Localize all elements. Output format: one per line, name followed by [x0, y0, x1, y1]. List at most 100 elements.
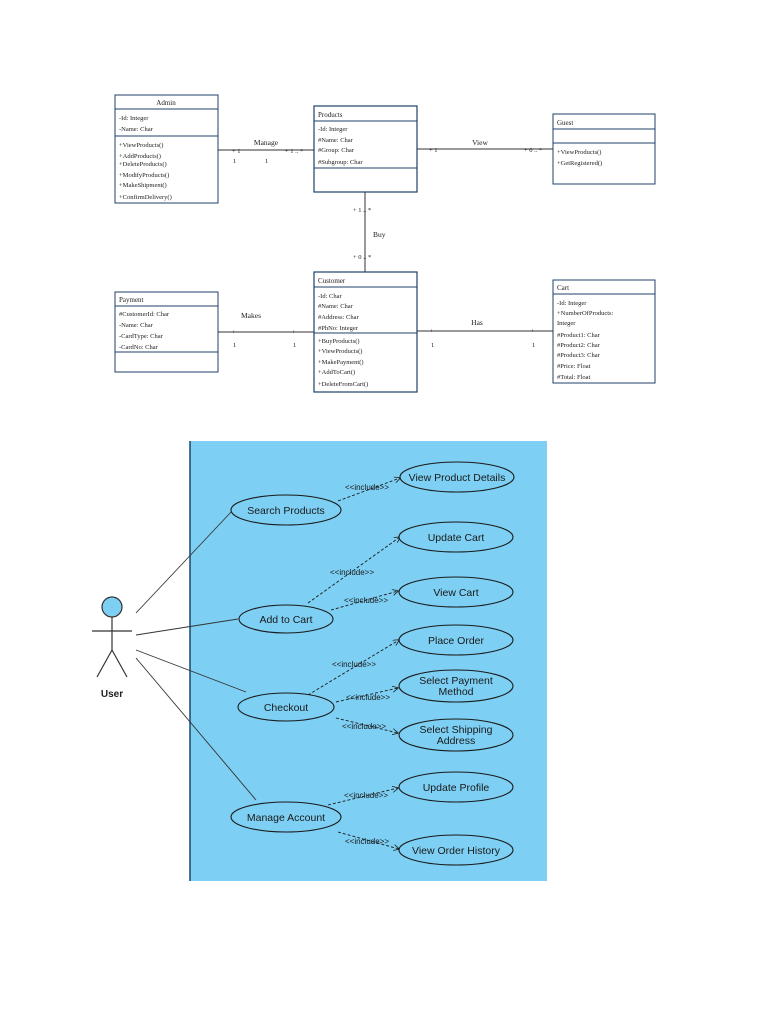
include-label: <<include>>: [344, 596, 388, 605]
actor-user[interactable]: User: [92, 596, 132, 700]
usecase-place-order[interactable]: Place Order: [398, 624, 514, 656]
admin-method: +AddProducts(): [119, 153, 161, 160]
payment-attr: -CardType: Char: [119, 333, 164, 340]
mult-has-1: +: [430, 328, 434, 335]
guest-method: +GetRegistered(): [557, 160, 602, 167]
customer-method: +ViewProducts(): [318, 348, 362, 355]
include-label: <<include>>: [332, 660, 376, 669]
products-attr: -Id: Integer: [318, 126, 348, 133]
use-case-diagram: User <<include>> <<include>> <<include>>…: [92, 441, 547, 881]
usecase-checkout[interactable]: Checkout: [237, 692, 335, 722]
include-label: <<include>>: [346, 693, 390, 702]
usecase-manage-account[interactable]: Manage Account: [230, 801, 342, 833]
svg-text:Add to Cart: Add to Cart: [259, 614, 312, 626]
admin-method: +ViewProducts(): [119, 142, 163, 149]
class-guest[interactable]: Guest +ViewProducts() +GetRegistered(): [552, 113, 656, 185]
mult-has-2b: 1: [532, 342, 535, 349]
class-admin[interactable]: Admin -Id: Integer -Name: Char +ViewProd…: [114, 94, 219, 204]
actor-links: [135, 510, 257, 801]
svg-text:View Product Details: View Product Details: [409, 472, 506, 484]
customer-attr: #Address: Char: [318, 314, 359, 321]
assoc-buy-label: Buy: [373, 230, 386, 239]
usecase-view-order-history[interactable]: View Order History: [398, 834, 514, 866]
products-attr: #Group: Char: [318, 147, 355, 154]
usecase-select-shipping-address[interactable]: Select Shipping Address: [398, 718, 514, 752]
admin-method: +MakeShipment(): [119, 182, 167, 189]
class-products[interactable]: Products -Id: Integer #Name: Char #Group…: [313, 105, 418, 193]
svg-text:View Cart: View Cart: [433, 587, 478, 599]
payment-attr: -CardNo: Char: [119, 344, 159, 351]
cart-attr: Integer: [557, 320, 576, 327]
usecase-view-product-details[interactable]: View Product Details: [399, 461, 515, 493]
mult-manage-2: + 1 .. *: [285, 148, 303, 155]
use-cases: Search Products View Product Details Add…: [230, 461, 515, 866]
assoc-manage-label: Manage: [254, 138, 279, 147]
include-labels: <<include>> <<include>> <<include>> <<in…: [330, 483, 390, 846]
class-cart[interactable]: Cart -Id: Integer +NumberOfProducts: Int…: [552, 279, 656, 384]
customer-attr: #Name: Char: [318, 303, 354, 310]
svg-text:Select Shipping: Select Shipping: [420, 724, 493, 736]
customer-attr: #PhNo: Integer: [318, 325, 359, 332]
class-associations: Manage + 1 1 + 1 .. * 1 View + 1 + 0 .. …: [218, 138, 553, 349]
mult-manage-2b: 1: [265, 158, 268, 165]
mult-has-2: +: [531, 328, 535, 335]
usecase-update-profile[interactable]: Update Profile: [398, 771, 514, 803]
include-label: <<include>>: [330, 568, 374, 577]
products-attr: #Name: Char: [318, 137, 354, 144]
admin-method: +ModifyProducts(): [119, 172, 169, 179]
svg-text:Manage Account: Manage Account: [247, 812, 325, 824]
customer-method: +DeleteFromCart(): [318, 381, 368, 388]
cart-attr: #Product2: Char: [557, 342, 601, 349]
include-label: <<include>>: [342, 722, 386, 731]
class-cart-name: Cart: [557, 284, 569, 292]
mult-makes-1b: 1: [233, 342, 236, 349]
usecase-select-payment-method[interactable]: Select Payment Method: [398, 669, 514, 703]
cart-attr: #Price: Float: [557, 363, 591, 370]
mult-buy-1: + 1 .. *: [353, 207, 371, 214]
class-customer[interactable]: Customer -Id: Char #Name: Char #Address:…: [313, 271, 418, 393]
cart-attr: #Total: Float: [557, 374, 591, 381]
class-products-name: Products: [318, 111, 343, 119]
cart-attr: #Product1: Char: [557, 332, 601, 339]
actor-label: User: [101, 689, 123, 700]
usecase-search-products[interactable]: Search Products: [230, 494, 342, 526]
class-diagram: Admin -Id: Integer -Name: Char +ViewProd…: [114, 94, 656, 393]
svg-text:Update Profile: Update Profile: [423, 782, 490, 794]
class-guest-name: Guest: [557, 119, 573, 127]
svg-text:Search Products: Search Products: [247, 505, 325, 517]
svg-text:Place Order: Place Order: [428, 635, 485, 647]
svg-text:Address: Address: [437, 735, 476, 747]
assoc-makes-label: Makes: [241, 311, 261, 320]
mult-has-1b: 1: [431, 342, 434, 349]
products-attr: #Subgroup: Char: [318, 159, 363, 166]
class-admin-name: Admin: [156, 99, 176, 107]
include-label: <<include>>: [345, 837, 389, 846]
cart-attr: +NumberOfProducts:: [557, 310, 614, 317]
payment-attr: #CustomerId: Char: [119, 311, 170, 318]
usecase-update-cart[interactable]: Update Cart: [398, 521, 514, 553]
include-label: <<include>>: [344, 791, 388, 800]
payment-attr: -Name: Char: [119, 322, 154, 329]
customer-attr: -Id: Char: [318, 293, 342, 300]
customer-method: +AddToCart(): [318, 369, 355, 376]
class-payment[interactable]: Payment #CustomerId: Char -Name: Char -C…: [114, 291, 219, 373]
class-customer-name: Customer: [318, 277, 346, 285]
customer-method: +MakePayment(): [318, 359, 364, 366]
mult-view-2: + 0 .. *: [524, 147, 542, 154]
mult-manage-1: + 1: [232, 148, 241, 155]
include-label: <<include>>: [345, 483, 389, 492]
svg-text:Update Cart: Update Cart: [428, 532, 485, 544]
include-arrows: [307, 478, 400, 849]
cart-attr: #Product3: Char: [557, 352, 601, 359]
class-payment-name: Payment: [119, 296, 144, 304]
mult-makes-2b: 1: [293, 342, 296, 349]
admin-method: +DeleteProducts(): [119, 161, 167, 168]
svg-text:Method: Method: [438, 686, 473, 698]
usecase-add-to-cart[interactable]: Add to Cart: [238, 604, 334, 634]
mult-buy-2: + 0 .. *: [353, 254, 371, 261]
guest-method: +ViewProducts(): [557, 149, 601, 156]
customer-method: +BuyProducts(): [318, 338, 360, 345]
usecase-view-cart[interactable]: View Cart: [398, 576, 514, 608]
mult-manage-1b: 1: [233, 158, 236, 165]
